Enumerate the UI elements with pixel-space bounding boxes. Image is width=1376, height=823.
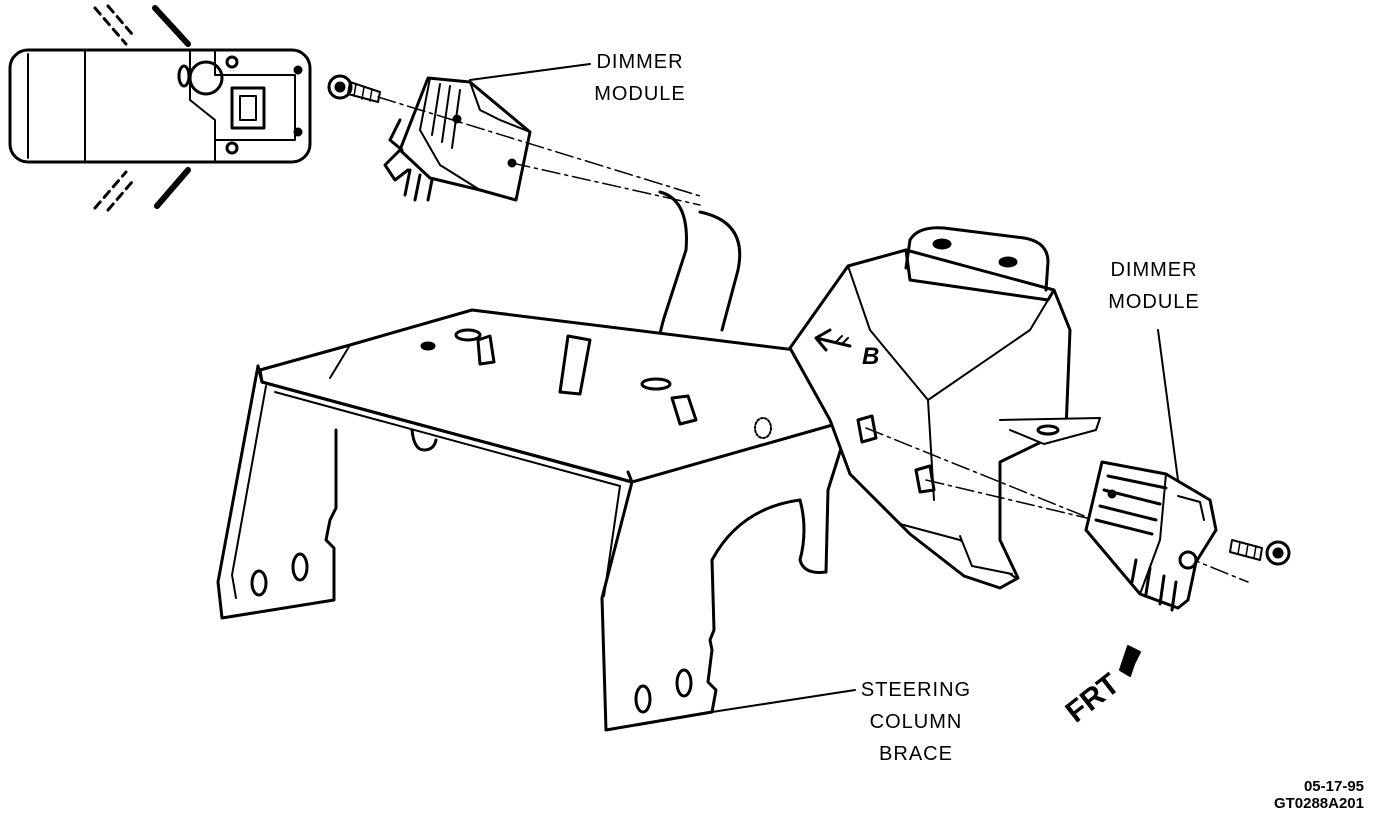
figure-date: 05-17-95 — [1303, 778, 1364, 795]
leader-dimmer-right — [1157, 329, 1179, 481]
label-dimmer-module-top: DIMMER MODULE — [594, 51, 686, 105]
screw-right — [1229, 539, 1291, 566]
steering-column-brace-part — [216, 308, 852, 732]
front-direction-indicator: FRT — [1060, 645, 1141, 729]
screw-top — [327, 74, 381, 103]
dimmer-module-right-part — [865, 427, 1291, 612]
figure-id: GT0288A201 — [1273, 795, 1364, 812]
leader-lines — [469, 63, 1179, 713]
leader-dimmer-top — [469, 63, 591, 81]
figure-code: 05-17-95 GT0288A201 — [1216, 778, 1364, 812]
dimmer-module-top-part — [327, 74, 701, 206]
label-steering-column-brace: STEERING COLUMN BRACE — [860, 679, 972, 765]
vehicle-top-view-inset — [8, 4, 312, 212]
front-label: FRT — [1060, 667, 1126, 729]
label-dimmer-module-right: DIMMER MODULE — [1108, 259, 1200, 313]
leader-steering-brace — [711, 689, 856, 713]
steering-column-housing: B — [788, 226, 1101, 590]
view-marker-label: B — [862, 343, 879, 370]
